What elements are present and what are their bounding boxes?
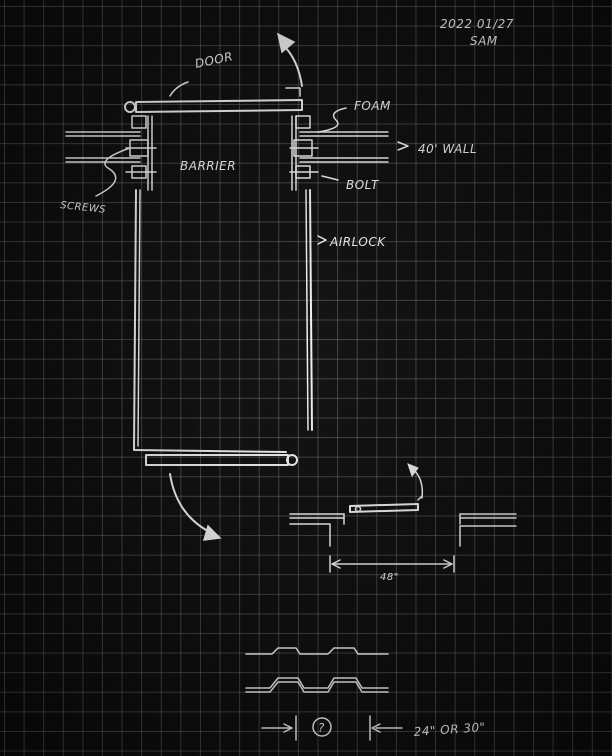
barrier-label: BARRIER xyxy=(180,159,236,173)
date-label: 2022 01/27 xyxy=(440,17,514,31)
airlock-label: AIRLOCK xyxy=(329,235,386,249)
author-label: SAM xyxy=(470,34,498,48)
foam-leader xyxy=(317,107,347,133)
bolt-label: BOLT xyxy=(346,178,380,192)
gap-size-label: 24" OR 30" xyxy=(413,720,486,739)
unknown-circle xyxy=(312,717,332,737)
left-frame-stack xyxy=(125,115,157,191)
screws-label: SCREWS xyxy=(60,200,107,216)
profile-top xyxy=(245,647,389,655)
door-swing-arrow-bottom xyxy=(169,473,222,541)
right-frame-stack xyxy=(289,115,319,191)
airlock-leader xyxy=(317,235,327,245)
wall-right xyxy=(299,131,389,163)
airlock-left-wall xyxy=(133,189,287,453)
bottom-door xyxy=(145,454,298,466)
door-detail xyxy=(289,495,517,547)
detail-swing-arrow xyxy=(407,463,424,499)
profile-bottom xyxy=(245,677,389,693)
foam-label: FOAM xyxy=(354,99,391,113)
wall-label: 40' WALL xyxy=(418,142,477,156)
door-swing-arrow-top xyxy=(276,32,303,87)
screws-leader xyxy=(95,147,131,197)
door-width-label: 48" xyxy=(380,572,399,583)
top-door xyxy=(124,87,303,113)
gap-dimension xyxy=(261,715,403,741)
wall-left xyxy=(65,131,141,163)
detail-dimension xyxy=(329,555,455,573)
unknown-label: ? xyxy=(318,721,325,735)
door-label: DOOR xyxy=(194,49,235,71)
bolt-leader xyxy=(321,175,339,181)
wall-leader xyxy=(397,141,409,151)
airlock-right-wall xyxy=(305,189,313,431)
door-leader xyxy=(169,81,189,97)
